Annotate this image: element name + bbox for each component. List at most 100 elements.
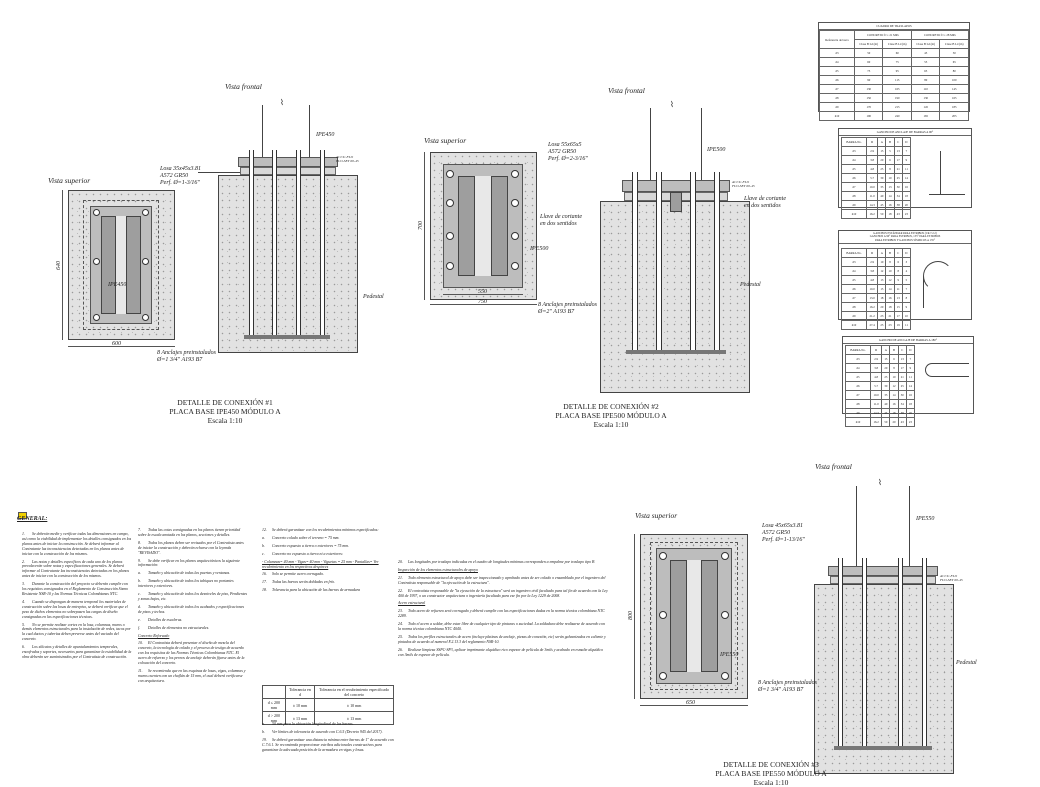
d2-front-view-title: Vista frontal: [608, 86, 645, 95]
table-cell: 205: [939, 111, 969, 121]
table-cell: #7: [819, 84, 855, 94]
note-number: 10.: [138, 641, 143, 646]
note-item: d.Tamaño y ubicación de todos los acabad…: [138, 605, 248, 615]
table-cell: 4.8: [866, 275, 879, 285]
table-cell: 3: [901, 257, 912, 267]
table-cell: 150: [853, 93, 884, 103]
note-text: Tamaño y ubicación de todos los tabiques…: [138, 579, 234, 589]
table-cell: 50: [939, 48, 969, 58]
note-number: 26.: [398, 647, 403, 652]
table-cell: 75: [882, 57, 912, 67]
note-item: b.Tamaño y ubicación de todos los tabiqu…: [138, 579, 248, 589]
table-cell: 13.0: [866, 293, 879, 303]
d3-grout: [830, 576, 936, 584]
table-cell: #3: [819, 48, 855, 58]
d3-profile-top-label: IPE550: [720, 652, 739, 658]
note-text: Tamaño y ubicación de todos los acabados…: [138, 604, 245, 614]
table-cell: 95: [882, 66, 912, 76]
anchor-rod: [714, 172, 720, 352]
table-cell: 130: [853, 84, 884, 94]
note-number: c.: [138, 592, 141, 597]
d1-profile-label: IPE450: [316, 132, 335, 138]
table-cell: D: [901, 248, 912, 258]
hook-180-icon: [925, 363, 969, 377]
notes-column-1: 1.Se deberán medir y verificar todas las…: [22, 532, 132, 663]
table-cell: #4: [840, 155, 868, 165]
table-cell: 9: [901, 302, 912, 312]
note-item: 26.Realizar limpieza SSPC-SP3, aplicar i…: [398, 648, 608, 658]
table-cell: B: [885, 248, 895, 258]
table-cell: 12: [885, 275, 895, 285]
note-number: 24.: [398, 622, 403, 627]
table-cell: 9: [905, 363, 916, 373]
table-cell: 27.4: [866, 320, 879, 330]
d1-pedestal-label: Pedestal: [363, 294, 384, 300]
note-text: Inspección de los elementos estructurale…: [398, 567, 478, 572]
table-cell: A: [877, 248, 887, 258]
table-cell: 13: [897, 354, 907, 364]
dim-label: 640: [56, 261, 62, 270]
table-cell: 21: [885, 311, 895, 321]
table-cell: 17: [893, 311, 903, 321]
table-cell: #6: [840, 173, 868, 183]
table-cell: #8: [819, 93, 855, 103]
note-item: 10.El Contratista deberá presentar el di…: [138, 641, 248, 666]
table-cell: 13: [885, 182, 895, 192]
table-cell: 110: [910, 84, 941, 94]
table-cell: 11: [905, 372, 916, 382]
table-cell: 165: [882, 84, 912, 94]
table-cell: 16: [905, 390, 916, 400]
table-cell: 10.0: [866, 182, 879, 192]
notes-heading: GENERAL:: [17, 516, 48, 522]
note-text: Todo el acero a soldar, debe estar libre…: [398, 622, 605, 632]
table-cell: 25: [877, 320, 887, 330]
table-cell: 16: [889, 399, 899, 409]
d1-profile-top-label: IPE450: [108, 282, 127, 288]
note-text: Concreto colado sobre el terreno = 75 mm…: [272, 535, 340, 540]
note-text: Concreto Reforzado: [138, 633, 170, 638]
anchor-rod: [272, 150, 277, 338]
note-text: Ver límites de tolerancia de acuerdo con…: [272, 729, 383, 734]
note-item: Inspección de los elementos estructurale…: [398, 568, 608, 573]
table-cell: 7: [905, 354, 916, 364]
note-text: Realizar limpieza SSPC-SP3, aplicar impr…: [398, 647, 604, 657]
table-cell: Clase B Ld (m): [910, 39, 941, 49]
anchor-bolt: [721, 672, 729, 680]
table-cell: 14: [885, 191, 895, 201]
table-cell: 45: [910, 48, 941, 58]
table-cell: 215: [882, 102, 912, 112]
table-cell: ± 13 mm: [284, 711, 316, 725]
table-cell: 16.2: [866, 209, 879, 219]
anchor-bolt: [142, 258, 149, 265]
table-cell: 43: [893, 209, 903, 219]
note-item: 17.Todas las barras serán dobladas en fr…: [262, 580, 394, 585]
note-number: c.: [262, 551, 265, 556]
warning-icon: [18, 512, 27, 519]
table-cell: 15: [893, 302, 903, 312]
table-cell: 115: [882, 75, 912, 85]
table-cell: Tolerancia en d: [284, 685, 316, 699]
d3-profile-label: IPE550: [916, 516, 935, 522]
table-cell: 23: [885, 320, 895, 330]
table-cell: 21.2: [866, 311, 879, 321]
table-cell: #10: [840, 320, 868, 330]
note-number: 23.: [398, 609, 403, 614]
table-cell: 165: [939, 93, 969, 103]
table-cell: 55: [910, 57, 941, 67]
table-cell: D: [870, 345, 883, 355]
